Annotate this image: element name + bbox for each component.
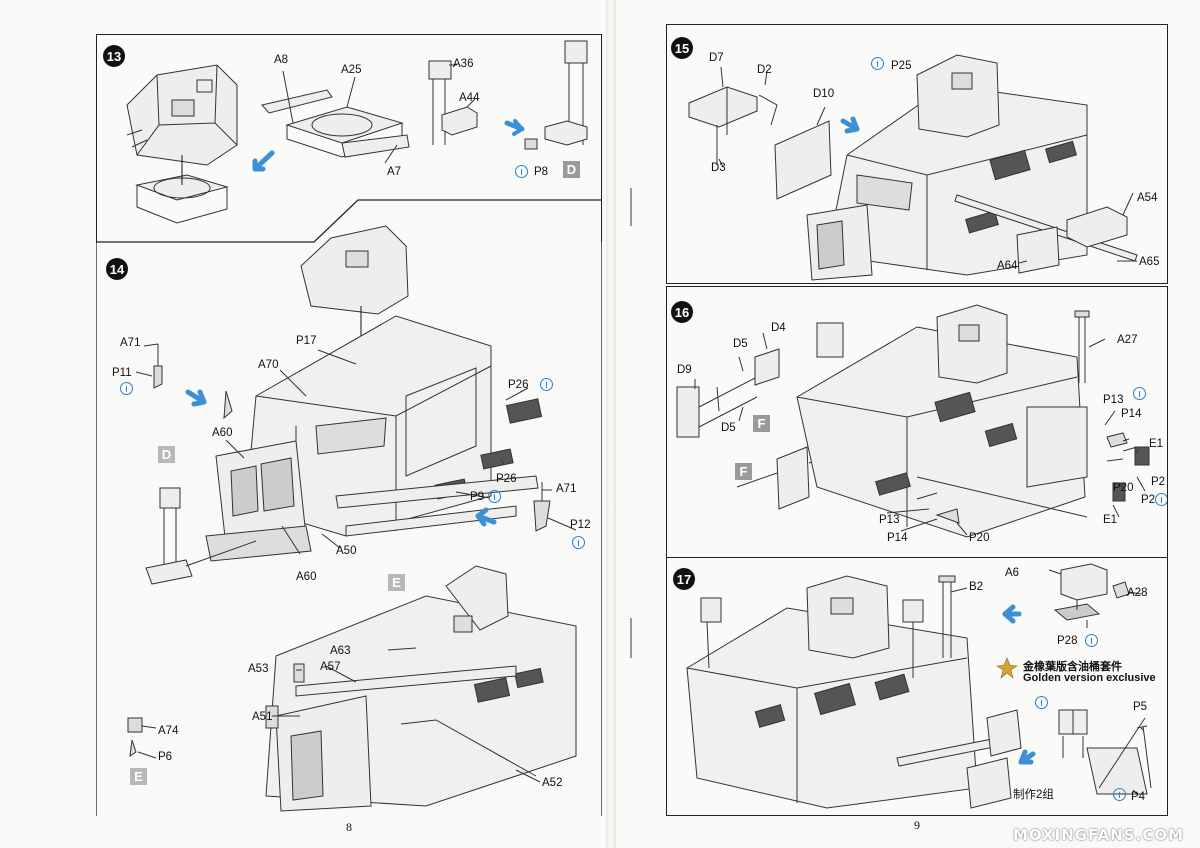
step-13-drawing xyxy=(126,40,588,224)
part-label-p6: P6 xyxy=(158,751,173,763)
part-label-d7: D7 xyxy=(709,52,724,64)
glue-icon xyxy=(1085,634,1098,647)
step-15-drawing xyxy=(688,54,1138,281)
step-16-panel: 16 D4 D5 D9 D5 F F A27 P13 P14 E1 P2 P20… xyxy=(666,286,1168,558)
step-number-15: 15 xyxy=(671,37,693,59)
part-label-a6: A6 xyxy=(1005,567,1020,579)
part-label-d10: D10 xyxy=(813,88,835,100)
step-number-13: 13 xyxy=(103,45,125,67)
step-number-16: 16 xyxy=(671,301,693,323)
part-label-p13: P13 xyxy=(1103,394,1124,406)
glue-icon xyxy=(120,382,133,395)
subassembly-d-badge: D xyxy=(563,161,580,178)
part-label-b2: B2 xyxy=(969,581,984,593)
part-label-p11: P11 xyxy=(112,367,132,379)
part-label-p2: P2 xyxy=(1151,476,1166,488)
step-15-panel: 15 D7 D2 D10 P25 D3 A54 A64 A65 xyxy=(666,24,1168,284)
part-label-d9: D9 xyxy=(677,364,692,376)
part-label-a70: A70 xyxy=(258,359,279,371)
page-number-right: 9 xyxy=(914,818,920,832)
part-label-p20: P20 xyxy=(1113,482,1134,494)
part-label-p20-b: P20 xyxy=(969,532,990,544)
glue-icon xyxy=(1155,493,1167,506)
step-13-panel: 13 A8 A25 A36 A44 A7 P8 D xyxy=(96,34,602,242)
part-label-p13-b: P13 xyxy=(879,514,900,526)
golden-version-subtitle: Golden version exclusive xyxy=(1023,672,1156,684)
part-label-p17: P17 xyxy=(296,335,317,347)
glue-icon xyxy=(871,57,884,70)
make-two-sets-note: 制作2组 xyxy=(1013,789,1054,801)
part-label-a60: A60 xyxy=(212,427,233,439)
binding-mark xyxy=(630,188,632,226)
part-label-a74: A74 xyxy=(158,725,179,737)
glue-icon xyxy=(540,378,553,391)
part-label-p25: P25 xyxy=(891,60,912,72)
part-label-a57: A57 xyxy=(320,661,341,673)
part-label-a52: A52 xyxy=(542,777,563,789)
glue-icon xyxy=(488,490,501,503)
step-14-drawing xyxy=(96,199,602,816)
binding-mark xyxy=(630,618,632,658)
part-label-a63: A63 xyxy=(330,645,351,657)
step-17-drawing xyxy=(686,563,1152,809)
part-label-a71-b: A71 xyxy=(556,483,577,495)
watermark: MOXINGFANS.COM xyxy=(1012,826,1184,844)
part-label-a71: A71 xyxy=(120,337,141,349)
subassembly-d-badge: D xyxy=(158,446,175,463)
part-label-p26: P26 xyxy=(508,379,529,391)
subassembly-e-badge: E xyxy=(388,574,405,591)
step-17-panel: 17 B2 A6 A28 P28 金橡葉版含油桶套件 Golden versio… xyxy=(666,558,1168,816)
glue-icon xyxy=(1113,788,1126,801)
part-label-d5-b: D5 xyxy=(721,422,736,434)
part-label-a64: A64 xyxy=(997,260,1018,272)
subassembly-f-badge: F xyxy=(753,415,770,432)
part-label-d4: D4 xyxy=(771,322,786,334)
subassembly-f-badge: F xyxy=(735,463,752,480)
part-label-p26-b: P26 xyxy=(496,473,517,485)
part-label-p8: P8 xyxy=(534,166,549,178)
part-label-a7: A7 xyxy=(387,166,402,178)
page-number-left: 8 xyxy=(346,820,352,834)
part-label-p28: P28 xyxy=(1057,635,1078,647)
glue-icon xyxy=(1035,696,1048,709)
part-label-p5: P5 xyxy=(1133,701,1148,713)
part-label-a28: A28 xyxy=(1127,587,1148,599)
step-16-drawing xyxy=(676,304,1150,538)
part-label-p2-b: P2 xyxy=(1141,494,1156,506)
step-number-17: 17 xyxy=(673,568,695,590)
part-label-a51: A51 xyxy=(252,711,273,723)
part-label-d3: D3 xyxy=(711,162,726,174)
part-label-a8: A8 xyxy=(274,54,289,66)
part-label-d5: D5 xyxy=(733,338,748,350)
part-label-p14: P14 xyxy=(1121,408,1142,420)
part-label-d2: D2 xyxy=(757,64,772,76)
part-label-p12: P12 xyxy=(570,519,591,531)
part-label-a36: A36 xyxy=(453,58,474,70)
glue-icon xyxy=(515,165,528,178)
part-label-e1: E1 xyxy=(1149,438,1164,450)
golden-version-title: 金橡葉版含油桶套件 xyxy=(1023,661,1122,673)
glue-icon xyxy=(1133,387,1146,400)
part-label-p14-b: P14 xyxy=(887,532,908,544)
step-14-panel: 14 A71 P11 A70 P17 P26 A60 D P26 P9 A71 … xyxy=(96,196,602,816)
part-label-a53: A53 xyxy=(248,663,269,675)
part-label-e1-b: E1 xyxy=(1103,514,1118,526)
part-label-p9: P9 xyxy=(470,491,485,503)
part-label-a27: A27 xyxy=(1117,334,1138,346)
part-label-a25: A25 xyxy=(341,64,362,76)
part-label-a50: A50 xyxy=(336,545,357,557)
part-label-p4: P4 xyxy=(1131,791,1146,803)
step-number-14: 14 xyxy=(106,258,128,280)
page-gutter xyxy=(606,0,616,848)
subassembly-e-badge: E xyxy=(130,768,147,785)
part-label-a60-b: A60 xyxy=(296,571,317,583)
part-label-a44: A44 xyxy=(459,92,480,104)
glue-icon xyxy=(572,536,585,549)
part-label-a54: A54 xyxy=(1137,192,1158,204)
part-label-a65: A65 xyxy=(1139,256,1160,268)
